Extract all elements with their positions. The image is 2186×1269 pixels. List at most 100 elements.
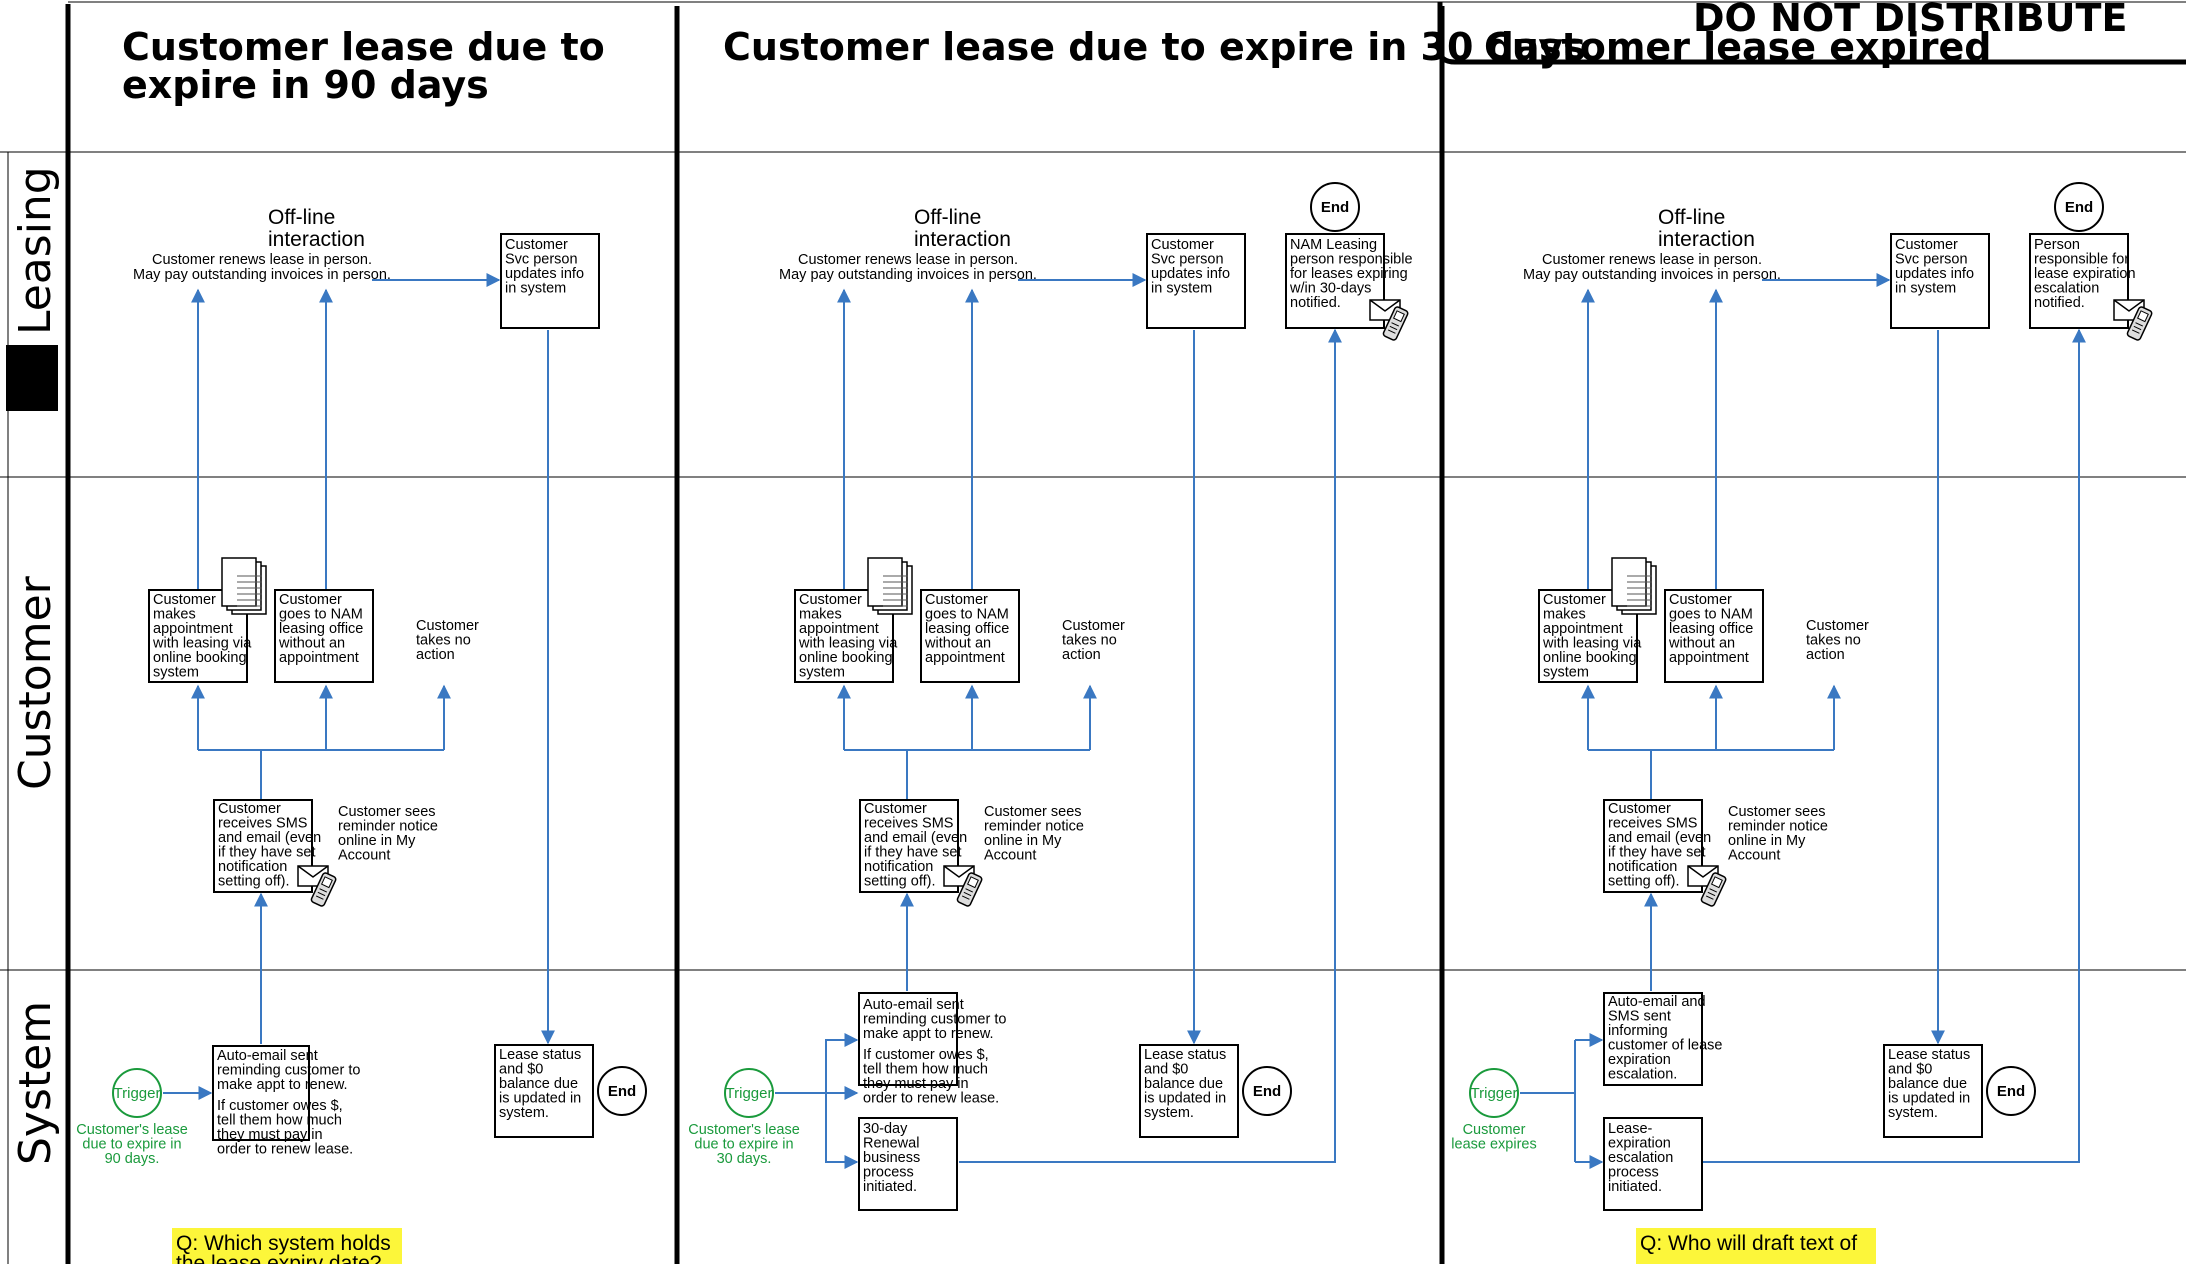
svc-box-text-line: Svc person <box>1151 252 1224 268</box>
end-node: End <box>597 1066 647 1116</box>
column-title: Customer lease due to expire in 30 days <box>723 25 1586 69</box>
appt-box-text-line: online booking <box>799 650 893 666</box>
phone-screen <box>1710 876 1723 889</box>
envelope-flap <box>943 865 975 878</box>
notify-box-text-line: escalation <box>2034 281 2099 297</box>
no-action-text-line: Customer <box>1062 618 1125 634</box>
receives-box-text-line: receives SMS <box>864 816 953 832</box>
phone-keys <box>2131 329 2140 334</box>
appt-box-text-line: system <box>153 665 199 681</box>
status-box <box>1139 1044 1239 1138</box>
status-box <box>1883 1044 1983 1138</box>
nam-box-text-line: Customer <box>279 592 342 608</box>
nam-box-text-line: goes to NAM <box>1669 607 1753 623</box>
status-box-text-line: system. <box>1888 1105 1938 1121</box>
trigger-to-auto-branch <box>825 1033 859 1093</box>
notify-box-text-line: for leases expiring <box>1290 266 1408 282</box>
trigger-caption-line: 90 days. <box>105 1151 160 1167</box>
phone-screen <box>2136 310 2149 323</box>
appt-box-text-line: makes <box>1543 607 1586 623</box>
auto-box-text-line: make appt to renew. <box>217 1077 348 1093</box>
end-circle <box>1986 1066 2036 1116</box>
status-box-text-line: system. <box>499 1105 549 1121</box>
sees-reminder-text-line: reminder notice <box>338 819 438 835</box>
notify-box-text-line: notified. <box>1290 295 1341 311</box>
svc-box-text-line: Svc person <box>1895 252 1968 268</box>
svc-box-text-line: updates info <box>1151 266 1230 282</box>
column-title: Customer lease expired <box>1484 25 1991 69</box>
notify-box-text-line: person responsible <box>1290 252 1413 268</box>
appt-box-text-line: online booking <box>1543 650 1637 666</box>
phone-screen <box>1392 310 1405 323</box>
receives-box-text-line: Customer <box>864 801 927 817</box>
phone-keys <box>963 891 972 897</box>
phone-keys <box>319 888 327 893</box>
appt-box-text-line: makes <box>153 607 196 623</box>
phone-keys <box>1389 325 1398 331</box>
status-box-text-line: system. <box>1144 1105 1194 1121</box>
phone-keys <box>965 888 973 893</box>
notify-box <box>2029 233 2129 329</box>
nam-box-text-line: goes to NAM <box>925 607 1009 623</box>
offline-body: Customer renews lease in person.May pay … <box>779 252 1037 283</box>
status-box-text-line: is updated in <box>1144 1091 1226 1107</box>
auto-box <box>1603 992 1703 1086</box>
envelope-flap <box>2113 299 2145 312</box>
phone-keys <box>317 891 326 897</box>
receives-box-text-line: setting off). <box>218 874 289 890</box>
end-label: End <box>1997 1083 2025 1100</box>
receives-box-text-line: notification <box>864 859 933 875</box>
receives-box-text-line: Customer <box>218 801 281 817</box>
receives-box-text-line: and email (even <box>1608 830 1711 846</box>
trigger-label: Trigger <box>726 1085 773 1102</box>
offline-title-line: interaction <box>1658 228 1755 251</box>
question-text: Q: Who will draft text of <box>1640 1232 1857 1255</box>
process-box-text-line: business <box>863 1150 920 1166</box>
auto-box-text-line: Auto-email and <box>1608 994 1706 1010</box>
receives-box-text-line: notification <box>1608 859 1677 875</box>
process-box-text-line: Renewal <box>863 1136 919 1152</box>
process-box <box>858 1117 958 1211</box>
sees-reminder-text-line: online in My <box>984 833 1062 849</box>
column-title-line: Customer lease due to <box>122 25 605 69</box>
no-action-text-line: takes no <box>1062 633 1117 649</box>
nam-box-text-line: without an <box>1668 636 1735 652</box>
column-title-line: Customer lease due to expire in 30 days <box>723 25 1586 69</box>
nam-box-text-line: appointment <box>279 650 359 666</box>
trigger-circle <box>724 1068 774 1118</box>
status-box-text-line: is updated in <box>1888 1091 1970 1107</box>
end-label: End <box>2065 199 2093 216</box>
phone-shape <box>1700 872 1727 907</box>
auto-box-text-line: reminding customer to <box>863 1012 1006 1028</box>
notify-box-text-line: lease expiration <box>2034 266 2136 282</box>
trigger-label: Trigger <box>114 1085 161 1102</box>
notify-box-text-line: notified. <box>2034 295 2085 311</box>
offline-title-line: Off-line <box>1658 206 1725 229</box>
receives-box-text-line: setting off). <box>1608 874 1679 890</box>
svc-box-text-line: updates info <box>505 266 584 282</box>
auto-box-text-line: expiration <box>1608 1052 1671 1068</box>
end-circle <box>1242 1066 1292 1116</box>
auto-box-text-line: informing <box>1608 1023 1668 1039</box>
receives-box <box>859 799 959 893</box>
trigger-caption-line: 30 days. <box>717 1151 772 1167</box>
column-title-line: Customer lease expired <box>1484 25 1991 69</box>
notify-box-text-line: w/in 30-days <box>1289 281 1371 297</box>
end-node: End <box>2054 182 2104 232</box>
trigger-circle <box>1469 1068 1519 1118</box>
svc-box <box>1890 233 1990 329</box>
phone-keys <box>1705 895 1714 900</box>
offline-body-line: May pay outstanding invoices in person. <box>1523 267 1781 283</box>
nam-box-text-line: Customer <box>925 592 988 608</box>
process-to-notify-arrow <box>1703 328 2086 1163</box>
status-box-text-line: balance due <box>1144 1076 1223 1092</box>
svc-box <box>1146 233 1246 329</box>
receives-box-text-line: if they have set <box>218 845 316 861</box>
